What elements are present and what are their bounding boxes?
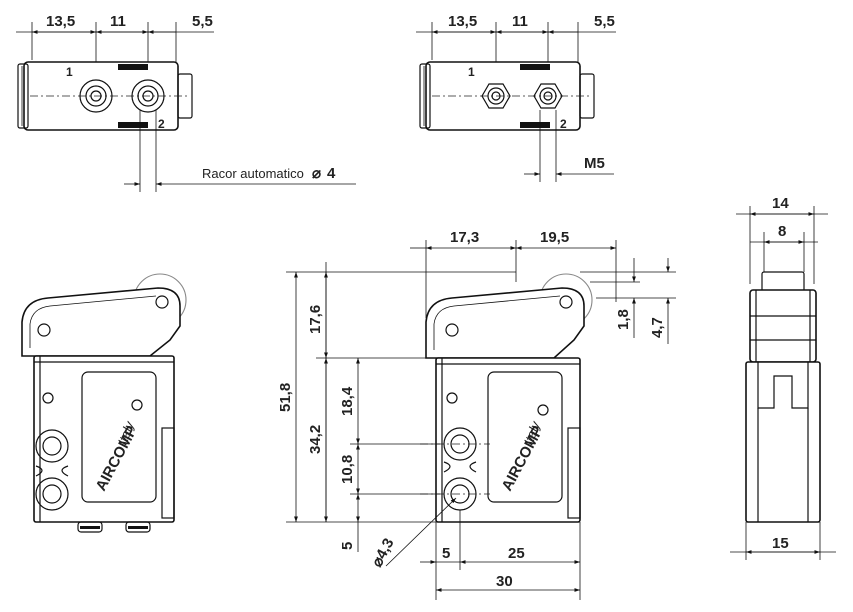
port-label-2-right: 2 bbox=[560, 117, 567, 131]
front-left-view: AIRCOMP Italy bbox=[21, 273, 187, 533]
dim-side-bottom-width: 15 bbox=[772, 535, 789, 552]
side-roller-block bbox=[761, 271, 805, 293]
dim-lever-height: 17,6 bbox=[307, 305, 324, 334]
port-label-1: 1 bbox=[66, 65, 73, 79]
dim-bottom-span: 25 bbox=[508, 545, 525, 562]
logo-plate bbox=[81, 371, 157, 503]
top-right-view: 13,5 11 5,5 1 2 M5 bbox=[416, 13, 616, 182]
connector-diameter-symbol: ⌀ bbox=[312, 165, 321, 182]
dim-top-left-3: 5,5 bbox=[192, 13, 213, 30]
lever-arm bbox=[21, 287, 181, 357]
dim-total-height: 51,8 bbox=[277, 383, 294, 412]
dim-port-spacing: 10,8 bbox=[339, 455, 356, 484]
dim-top-right-3: 5,5 bbox=[594, 13, 615, 30]
dim-top-left-1: 13,5 bbox=[46, 13, 75, 30]
valve-body-front bbox=[33, 355, 175, 523]
dim-roller-offset-small: 1,8 bbox=[615, 309, 632, 330]
port-2-hex-fitting bbox=[533, 83, 563, 109]
dim-top-right-1: 13,5 bbox=[448, 13, 477, 30]
dim-lever-width-left: 17,3 bbox=[450, 229, 479, 246]
logo-plate-center bbox=[487, 371, 563, 503]
dim-overall-width: 30 bbox=[496, 573, 513, 590]
dim-body-height: 34,2 bbox=[307, 425, 324, 454]
dim-bottom-height: 5 bbox=[339, 542, 356, 550]
dim-side-top-outer: 14 bbox=[772, 195, 789, 212]
port-2-fitting bbox=[131, 79, 165, 113]
thread-label: M5 bbox=[584, 155, 605, 172]
dim-roller-offset-large: 4,7 bbox=[649, 317, 666, 338]
dim-lever-width-right: 19,5 bbox=[540, 229, 569, 246]
top-left-view: 13,5 11 5,5 1 2 Racor automatico ⌀ bbox=[16, 13, 356, 192]
lever-arm-center bbox=[425, 287, 585, 359]
dim-bottom-offset: 5 bbox=[442, 545, 450, 562]
dim-hole-diameter: ⌀4,3 bbox=[369, 536, 398, 570]
side-body bbox=[745, 361, 821, 523]
port-1-hex-fitting bbox=[481, 83, 511, 109]
port-label-2: 2 bbox=[158, 117, 165, 131]
port-1-fitting bbox=[79, 79, 113, 113]
dim-side-top-inner: 8 bbox=[778, 223, 786, 240]
dim-top-left-2: 11 bbox=[110, 13, 126, 30]
dim-upper-height: 18,4 bbox=[339, 386, 356, 416]
front-center-view: AIRCOMP Italy 17,3 19,5 51,8 17,6 bbox=[277, 229, 676, 600]
side-lever bbox=[749, 289, 817, 363]
side-view: 14 8 15 bbox=[730, 195, 836, 560]
connector-label: Racor automatico bbox=[202, 166, 304, 181]
dim-top-right-2: 11 bbox=[512, 13, 528, 30]
connector-size: 4 bbox=[327, 165, 336, 182]
valve-body-front-center bbox=[435, 357, 581, 523]
port-label-1-right: 1 bbox=[468, 65, 475, 79]
